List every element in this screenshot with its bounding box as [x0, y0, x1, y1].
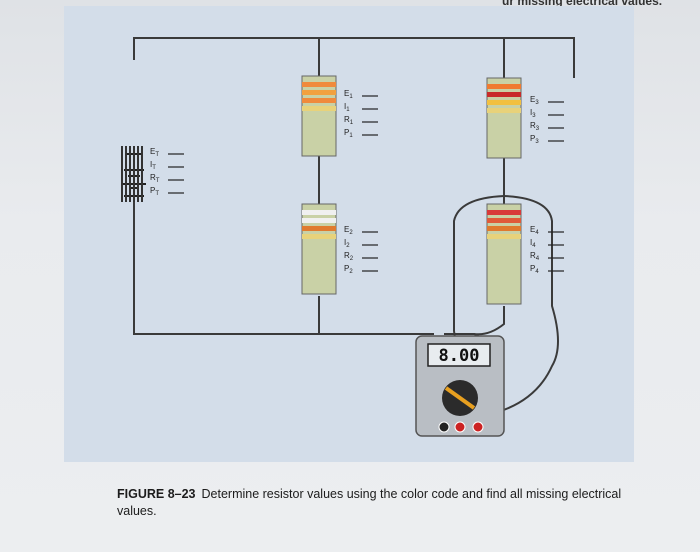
meter-reading: 8.00 [439, 346, 480, 366]
resistor-band-3 [302, 234, 336, 239]
resistor-body [301, 203, 337, 295]
bottom-wire [133, 196, 434, 335]
resistor-band-0 [302, 210, 336, 215]
source-label-2: RT [150, 173, 160, 184]
resistor-band-0 [487, 84, 521, 89]
r1-label-3: P1 [344, 128, 353, 139]
r2-label-0: E2 [344, 225, 353, 236]
r4-label-0: E4 [530, 225, 539, 236]
figure-label: FIGURE 8–23 [117, 487, 196, 501]
resistor-band-2 [487, 100, 521, 105]
meter-display [427, 343, 491, 367]
r1-label-0: E1 [344, 89, 353, 100]
resistor-band-3 [487, 108, 521, 113]
source-label-1: IT [150, 160, 156, 171]
resistor-band-1 [302, 218, 336, 223]
meter-lead-right [481, 195, 559, 421]
meter-jack-common[interactable] [438, 421, 450, 433]
meter-selector-pointer [444, 386, 476, 410]
r4-label-1: I4 [530, 238, 536, 249]
r4-label-3: P4 [530, 264, 539, 275]
source-label-0: ET [150, 147, 159, 158]
resistor-band-2 [302, 98, 336, 103]
r2-label-1: I2 [344, 238, 350, 249]
resistor-band-1 [302, 90, 336, 95]
r3-label-2: R3 [530, 121, 540, 132]
battery-lines [121, 146, 143, 202]
resistor-band-3 [302, 106, 336, 111]
caption-text: Determine resistor values using the colo… [117, 487, 622, 518]
r1-label-1: I1 [344, 102, 350, 113]
source-labels: ET IT RT PT [150, 147, 184, 197]
resistor-band-0 [487, 210, 521, 215]
r2-label-2: R2 [344, 251, 354, 262]
resistor-body [301, 75, 337, 157]
r3-label-0: E3 [530, 95, 539, 106]
source-label-3: PT [150, 186, 159, 197]
meter-jack-amps[interactable] [472, 421, 484, 433]
resistor-band-1 [487, 218, 521, 223]
meter-jack-volts[interactable] [454, 421, 466, 433]
r3-label-1: I3 [530, 108, 536, 119]
resistor-body [486, 77, 522, 159]
resistor-band-0 [302, 82, 336, 87]
resistor-band-3 [487, 234, 521, 239]
resistor-band-1 [487, 92, 521, 97]
multimeter: 8.00 [415, 335, 505, 437]
r3-label-3: P3 [530, 134, 539, 145]
top-wire [133, 37, 575, 78]
top-text: ur missing electrical values. [502, 0, 663, 8]
resistor-band-2 [487, 226, 521, 231]
r1-label-2: R1 [344, 115, 354, 126]
r4-label-2: R4 [530, 251, 540, 262]
resistor-band-2 [302, 226, 336, 231]
r2-label-3: P2 [344, 264, 353, 275]
